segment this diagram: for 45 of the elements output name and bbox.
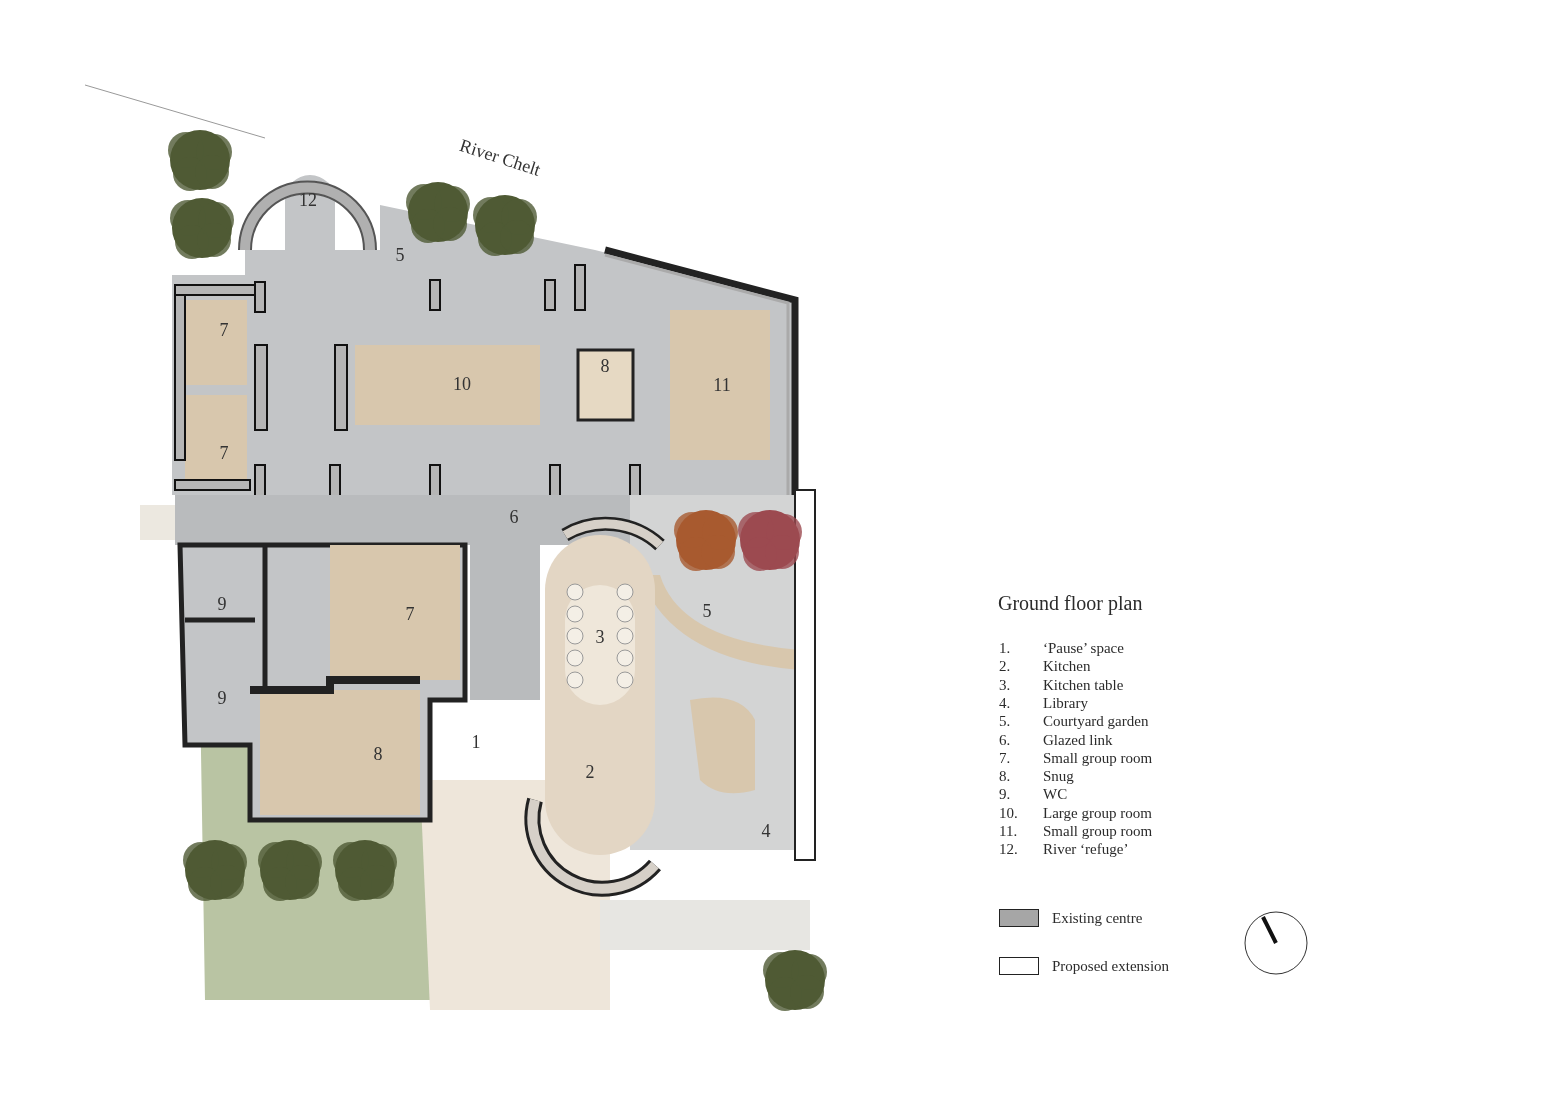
key-number: 5.: [999, 712, 1011, 731]
key-number: 8.: [999, 767, 1011, 786]
key-number: 10.: [999, 803, 1018, 822]
key-text: Snug: [1043, 767, 1074, 786]
legend-text: Proposed extension: [1052, 958, 1170, 975]
room-number: 10: [453, 373, 471, 395]
legend-text: Existing centre: [1052, 910, 1143, 927]
river-label: River Chelt: [457, 135, 543, 181]
key-text: WC: [1043, 785, 1068, 804]
key-number: 1.: [999, 639, 1011, 657]
room-number: 1: [471, 731, 481, 753]
key-text: ‘Pause’ space: [1043, 639, 1124, 657]
key-text: River ‘refuge’: [1043, 840, 1129, 859]
room-number: 2: [585, 761, 595, 783]
room-number: 9: [217, 593, 227, 615]
room-number: 7: [219, 319, 229, 341]
key-text: Library: [1043, 693, 1088, 712]
room-number: 3: [595, 626, 605, 648]
key-text: Kitchen: [1043, 657, 1091, 676]
room-number: 5: [702, 600, 712, 622]
key-number: 7.: [999, 748, 1011, 767]
key-text: Courtyard garden: [1043, 712, 1149, 731]
room-number: 7: [219, 442, 229, 464]
room-number: 8: [600, 355, 610, 377]
key-number: 2.: [999, 657, 1011, 676]
key-text: Small group room: [1043, 748, 1153, 767]
key-number: 6.: [999, 730, 1011, 749]
room-number: 6: [509, 506, 519, 528]
key-text: Kitchen table: [1043, 675, 1124, 694]
key-text: Large group room: [1043, 803, 1152, 822]
room-number: 7: [405, 603, 415, 625]
key-number: 4.: [999, 693, 1011, 712]
key-number: 3.: [999, 675, 1011, 694]
room-number: 5: [395, 244, 405, 266]
plan-title: Ground floor plan: [998, 592, 1143, 615]
key-number: 9.: [999, 785, 1011, 804]
key-text: Glazed link: [1043, 730, 1113, 749]
room-number: 11: [713, 374, 731, 396]
room-number: 9: [217, 687, 227, 709]
room-number: 8: [373, 743, 383, 765]
room-number: 12: [299, 189, 317, 211]
room-number: 4: [761, 820, 771, 842]
key-number: 12.: [999, 840, 1018, 859]
key-number: 11.: [999, 822, 1018, 840]
key-text: Small group room: [1043, 822, 1153, 840]
